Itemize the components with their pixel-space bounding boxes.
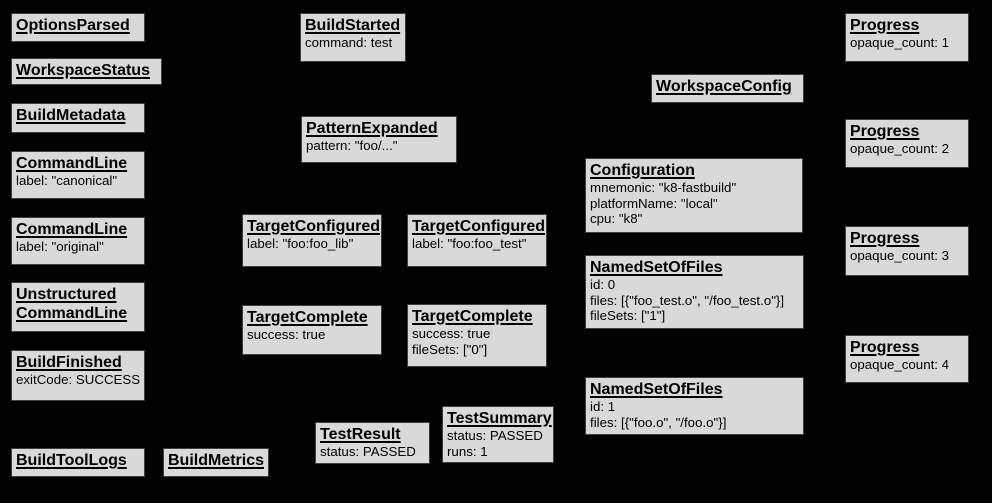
node-title: BuildStarted — [305, 17, 401, 34]
node-field: fileSets: ["1"] — [590, 308, 666, 323]
node-build-tool-logs: BuildToolLogs — [11, 448, 145, 477]
node-title: WorkspaceConfig — [656, 78, 792, 95]
node-field: status: PASSED — [447, 428, 543, 443]
node-field: success: true — [412, 326, 491, 341]
node-title: PatternExpanded — [306, 120, 438, 137]
node-options-parsed: OptionsParsed — [11, 13, 145, 42]
node-title: BuildMetrics — [168, 452, 265, 469]
node-title: TargetConfigured — [412, 218, 546, 235]
node-field: files: [{"foo_test.o", "/foo_test.o"}] — [590, 292, 785, 308]
node-build-metadata: BuildMetadata — [11, 103, 145, 133]
node-workspace-config: WorkspaceConfig — [651, 74, 804, 103]
node-title: Progress — [850, 123, 920, 140]
node-title: Unstructured CommandLine — [16, 286, 128, 322]
node-field: label: "foo:foo_lib" — [247, 236, 354, 251]
node-title: BuildToolLogs — [16, 452, 127, 469]
node-title: TargetComplete — [247, 309, 368, 326]
node-field: platformName: "local" — [590, 195, 718, 211]
node-title: Progress — [850, 230, 920, 247]
node-title: TestSummary — [447, 410, 552, 427]
node-title: Configuration — [590, 162, 695, 179]
node-title: TestResult — [320, 426, 401, 443]
node-title: TargetComplete — [412, 308, 533, 325]
node-title: BuildFinished — [16, 354, 122, 371]
node-field: cpu: "k8" — [590, 211, 643, 226]
node-field: fileSets: ["0"] — [412, 341, 488, 357]
node-field: pattern: "foo/..." — [306, 138, 398, 153]
node-title: CommandLine — [16, 221, 128, 238]
node-title: TargetConfigured — [247, 218, 381, 235]
node-build-metrics: BuildMetrics — [163, 448, 269, 477]
node-field: label: "foo:foo_test" — [412, 236, 527, 251]
node-field: id: 1 — [590, 399, 616, 414]
node-field: label: "original" — [16, 239, 104, 254]
node-title: BuildMetadata — [16, 107, 126, 124]
node-field: opaque_count: 1 — [850, 35, 950, 50]
node-field: opaque_count: 4 — [850, 357, 950, 372]
node-field: mnemonic: "k8-fastbuild" — [590, 180, 737, 195]
node-field: status: PASSED — [320, 444, 416, 459]
node-title: Progress — [850, 339, 920, 356]
node-field: opaque_count: 2 — [850, 141, 950, 156]
node-field: files: [{"foo.o", "/foo.o"}] — [590, 414, 727, 430]
node-field: exitCode: SUCCESS — [16, 372, 141, 387]
node-title: CommandLine — [16, 155, 128, 172]
node-field: id: 0 — [590, 277, 616, 292]
node-field: runs: 1 — [447, 443, 488, 459]
node-title: Progress — [850, 17, 920, 34]
node-workspace-status: WorkspaceStatus — [11, 58, 162, 85]
node-field: label: "canonical" — [16, 173, 118, 188]
node-unstructured-command-line: Unstructured CommandLine — [11, 282, 145, 332]
node-field: success: true — [247, 327, 326, 342]
node-title: NamedSetOfFiles — [590, 259, 723, 276]
node-field: command: test — [305, 35, 393, 50]
node-title: WorkspaceStatus — [16, 62, 150, 79]
node-title: NamedSetOfFiles — [590, 381, 723, 398]
node-title: OptionsParsed — [16, 17, 130, 34]
node-field: opaque_count: 3 — [850, 248, 950, 263]
